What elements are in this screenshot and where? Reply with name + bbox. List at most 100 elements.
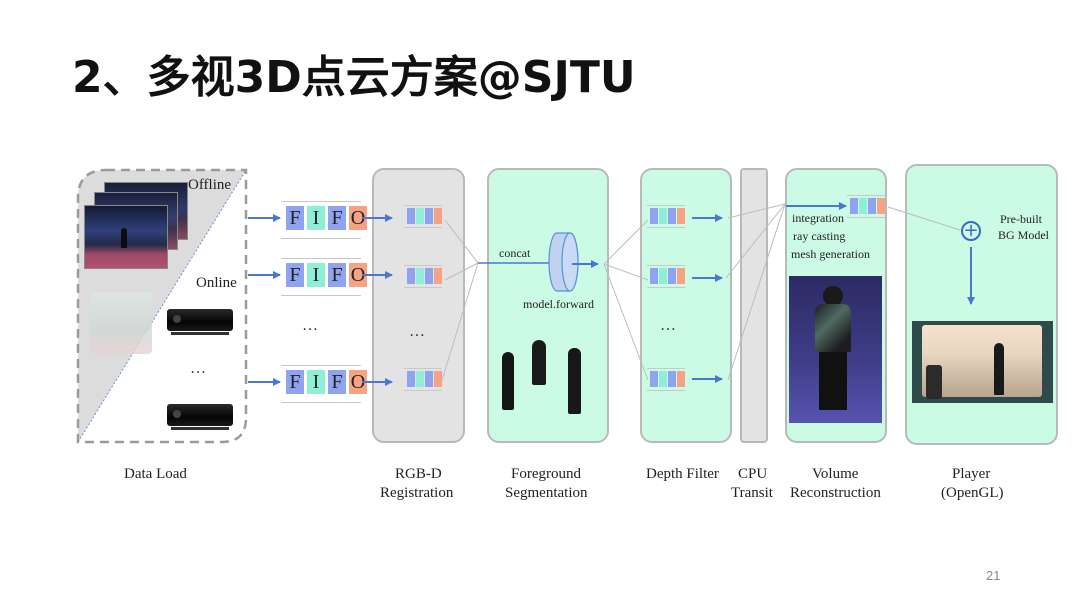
buffer-cell [668, 208, 676, 224]
bg-model-label-2: BG Model [998, 228, 1049, 242]
stage-label-segmentation-2: Segmentation [505, 485, 588, 501]
stage-label-volume-2: Reconstruction [790, 485, 881, 501]
player-rendered-scene-image [912, 321, 1053, 403]
stage-label-player-2: (OpenGL) [941, 485, 1004, 501]
buffer-cell [425, 208, 433, 224]
registration-buffer [407, 208, 442, 224]
buffer-rail [404, 368, 442, 369]
fifo-cell: I [307, 370, 325, 394]
concat-label: concat [499, 246, 531, 260]
stage-label-segmentation-1: Foreground [511, 466, 581, 482]
volume-step-integration: integration [792, 211, 844, 225]
depth-filter-ellipsis: … [660, 317, 678, 334]
registration-buffer [407, 268, 442, 284]
stage-label-rgbd-1: RGB-D [395, 466, 442, 482]
online-faded-image [90, 292, 152, 354]
buffer-rail [404, 227, 442, 228]
buffer-rail [647, 227, 685, 228]
fifo-cell: F [328, 206, 346, 230]
buffer-cell [416, 208, 424, 224]
kinect-sensor-icon [167, 309, 233, 335]
offline-label: Offline [188, 177, 232, 193]
buffer-cell [850, 198, 858, 214]
buffer-cell [434, 208, 442, 224]
buffer-cell [650, 371, 658, 387]
depth-filter-buffer [650, 371, 685, 387]
fifo-cell: O [349, 370, 367, 394]
slide-title: 2、多视3D点云方案@SJTU [72, 52, 636, 103]
buffer-cell [425, 268, 433, 284]
stage-cpu-transit [740, 168, 768, 443]
registration-ellipsis: … [409, 323, 427, 340]
buffer-cell [416, 371, 424, 387]
segmented-people-image [498, 340, 590, 420]
buffer-rail [404, 287, 442, 288]
fifo-cell: F [328, 370, 346, 394]
fifo-rail [281, 258, 361, 259]
buffer-cell [434, 268, 442, 284]
buffer-rail [847, 195, 885, 196]
fifo-rail [281, 402, 361, 403]
buffer-cell [650, 208, 658, 224]
stage-label-data-load: Data Load [124, 466, 187, 482]
buffer-cell [868, 198, 876, 214]
fifo-rail [281, 238, 361, 239]
fifo-cell: F [286, 263, 304, 287]
buffer-rail [404, 205, 442, 206]
fifo-cell: F [286, 370, 304, 394]
buffer-cell [677, 268, 685, 284]
buffer-cell [650, 268, 658, 284]
fifo-ellipsis: … [302, 317, 320, 334]
fifo-rail [281, 295, 361, 296]
buffer-cell [434, 371, 442, 387]
buffer-rail [647, 265, 685, 266]
buffer-cell [659, 371, 667, 387]
depth-filter-buffer [650, 268, 685, 284]
buffer-cell [668, 268, 676, 284]
buffer-cell [877, 198, 885, 214]
volume-step-mesh-generation: mesh generation [791, 247, 870, 261]
buffer-rail [647, 368, 685, 369]
page-number: 21 [986, 568, 1001, 583]
buffer-cell [659, 268, 667, 284]
stage-label-player-1: Player [952, 466, 991, 482]
bg-model-label-1: Pre-built [1000, 212, 1042, 226]
fifo-rail [281, 201, 361, 202]
depth-filter-buffer [650, 208, 685, 224]
stage-label-cpu-1: CPU [738, 466, 768, 482]
stage-label-rgbd-2: Registration [380, 485, 454, 501]
buffer-cell [425, 371, 433, 387]
reconstructed-person-image [789, 276, 882, 423]
registration-buffer [407, 371, 442, 387]
buffer-cell [677, 208, 685, 224]
fifo-cell: F [328, 263, 346, 287]
online-label: Online [196, 275, 237, 291]
buffer-cell [659, 208, 667, 224]
volume-output-buffer [850, 198, 885, 214]
fifo-cell: F [286, 206, 304, 230]
fifo-cell: O [349, 263, 367, 287]
fifo-cell: I [307, 263, 325, 287]
buffer-cell [859, 198, 867, 214]
fifo-rail [281, 365, 361, 366]
buffer-cell [416, 268, 424, 284]
buffer-cell [677, 371, 685, 387]
buffer-cell [407, 371, 415, 387]
buffer-cell [407, 268, 415, 284]
buffer-cell [407, 208, 415, 224]
plus-merge-icon: + [961, 221, 981, 241]
offline-frame-image-1 [84, 205, 168, 269]
buffer-rail [404, 390, 442, 391]
model-forward-label: model.forward [523, 297, 594, 311]
buffer-rail [647, 390, 685, 391]
stage-label-depth-filter: Depth Filter [646, 466, 719, 482]
fifo-cell: O [349, 206, 367, 230]
data-load-ellipsis: … [190, 360, 208, 377]
buffer-rail [404, 265, 442, 266]
buffer-cell [668, 371, 676, 387]
kinect-sensor-icon [167, 404, 233, 430]
stage-label-volume-1: Volume [812, 466, 859, 482]
